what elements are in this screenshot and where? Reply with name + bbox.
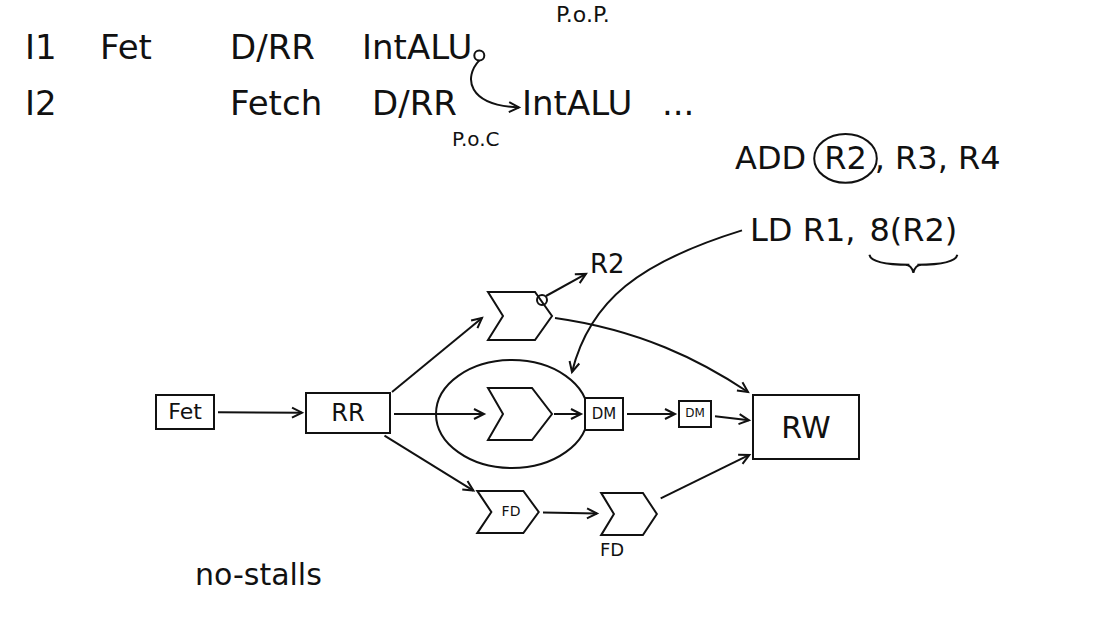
underbrace	[869, 255, 957, 273]
arrow-upper-rw	[555, 318, 748, 392]
handwritten-label: ...	[662, 84, 694, 123]
handwritten-label: IntALU	[362, 28, 472, 67]
handwritten-label: ADD	[735, 140, 806, 177]
stage-name: DM	[685, 407, 705, 420]
leader-arrow	[546, 274, 586, 296]
flow-arrow	[661, 455, 750, 499]
handwritten-label: P.o.C	[452, 128, 500, 151]
stage-name: Fet	[168, 400, 202, 424]
flow-arrow	[627, 413, 675, 415]
arrow-alu-dm	[554, 413, 581, 415]
stage-name: FD	[600, 540, 624, 560]
chevron-outline	[600, 492, 658, 536]
handwritten-label: , R3, R4	[875, 140, 1001, 177]
pipeline-chevron: FD	[600, 492, 658, 536]
stage-box: DM	[584, 397, 624, 431]
forward-arrow	[572, 230, 742, 372]
handwritten-label: I2	[25, 84, 57, 123]
handwritten-label: I1	[25, 28, 57, 67]
stage-box: Fet	[155, 394, 215, 430]
forward-arrow	[471, 60, 519, 107]
handwritten-label: Fetch	[230, 84, 322, 123]
stage-name: RW	[781, 411, 830, 444]
tap-dot	[537, 295, 547, 305]
pipeline-chevron: FD	[476, 490, 540, 534]
stage-name: DM	[592, 406, 617, 423]
handwritten-label: D/RR	[372, 84, 457, 123]
register-circle	[814, 134, 877, 183]
stage-box: DM	[678, 400, 712, 428]
stage-name: FD	[502, 504, 521, 519]
flow-arrow	[385, 436, 474, 491]
handwritten-label: LD R1,	[750, 212, 855, 249]
handwritten-label: Fet	[100, 28, 152, 67]
handwritten-label: R2	[824, 140, 867, 177]
handwritten-label: R2	[590, 250, 625, 280]
flow-arrow	[543, 512, 597, 515]
handwritten-label: IntALU	[522, 84, 632, 123]
handwritten-label: P.o.P.	[556, 2, 610, 27]
stage-box: RW	[752, 394, 860, 460]
stage-name: RR	[331, 400, 364, 426]
flow-arrow	[218, 411, 302, 414]
flow-arrow	[715, 416, 749, 420]
point-of-production	[474, 50, 484, 60]
handwritten-label: no-stalls	[195, 558, 322, 593]
handwritten-label: D/RR	[230, 28, 315, 67]
handwritten-label: 8(R2)	[869, 212, 957, 249]
stage-box: RR	[305, 392, 391, 434]
arrow-rr-upper	[392, 318, 482, 392]
upper-stage-chevron	[488, 292, 552, 340]
alu-stage-chevron	[488, 388, 552, 440]
arrow-rr-alu	[394, 413, 484, 415]
